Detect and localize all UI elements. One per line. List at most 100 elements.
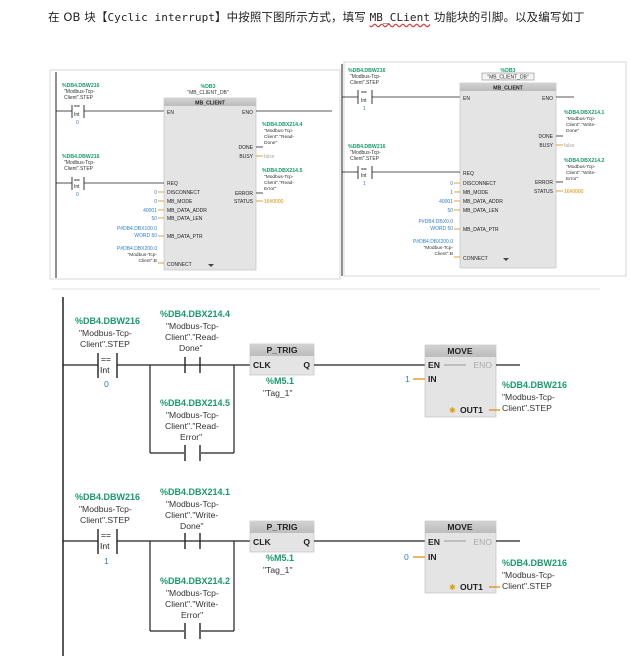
c1-tag-line2: Client"."Read- xyxy=(165,332,219,342)
cmp-operator: == xyxy=(101,530,111,540)
error-address: %DB4.DBX214.2 xyxy=(564,158,604,164)
cmp-tag-line2: Client".STEP xyxy=(350,80,380,86)
pin-mb-data-len: MB_DATA_LEN xyxy=(167,216,203,222)
req-cmp-address: %DB4.DBW216 xyxy=(348,144,386,150)
pin-q: Q xyxy=(303,537,310,547)
busy-value: false xyxy=(564,143,575,149)
done-tag-line1: "Modbus-Tcp- xyxy=(566,116,596,122)
c1-tag-line3: Done" xyxy=(179,343,203,353)
cmp-address: %DB4.DBW216 xyxy=(75,492,140,502)
status-value: 16#0000 xyxy=(564,189,584,195)
mb-client-block-header xyxy=(164,98,256,106)
cmp-operator: == xyxy=(361,90,367,96)
out-tag-line1: "Modbus-Tcp- xyxy=(502,570,555,580)
c2-tag-line2: Client"."Read- xyxy=(165,421,219,431)
pin-disconnect: DISCONNECT xyxy=(463,181,496,187)
move-title: MOVE xyxy=(447,522,473,532)
intro-text-3: 】中按照下图所示方式，填写 xyxy=(215,10,370,24)
c2-address: %DB4.DBX214.2 xyxy=(160,576,230,586)
cmp-type: Int xyxy=(100,541,110,551)
in-value: 1 xyxy=(405,374,410,384)
memory-tag: "Tag_1" xyxy=(263,388,293,398)
pin-error: ERROR xyxy=(535,180,553,186)
req-cmp-address: %DB4.DBW216 xyxy=(62,154,100,160)
pin-en: EN xyxy=(428,360,440,370)
intro-text-1: 在 OB 块【 xyxy=(48,10,108,24)
req-cmp-tag-line2: Client".STEP xyxy=(64,166,94,172)
network-2: %DB4.DBW216 "Modbus-Tcp- Client".STEP ==… xyxy=(63,487,567,639)
req-cmp-type: Int xyxy=(74,184,80,190)
cmp-address: %DB4.DBW216 xyxy=(75,316,140,326)
c1-address: %DB4.DBX214.1 xyxy=(160,487,230,497)
pin-connect: CONNECT xyxy=(167,262,192,268)
cmp-value: 0 xyxy=(76,120,79,126)
data-ptr-value1: P#DB4.DBX100.0 xyxy=(117,226,157,232)
status-value: 16#0000 xyxy=(264,199,284,205)
instance-db-name-box[interactable] xyxy=(481,72,535,81)
connect-value2: "Modbus-Tcp- xyxy=(128,252,158,258)
done-address: %DB4.DBX214.4 xyxy=(262,122,302,128)
p-trig-header xyxy=(250,521,314,533)
expand-arrow-icon[interactable] xyxy=(208,264,214,267)
mb-client-block[interactable] xyxy=(163,97,257,271)
pin-en: EN xyxy=(428,537,440,547)
connect-value2: "Modbus-Tcp- xyxy=(424,245,454,251)
req-cmp-type: Int xyxy=(361,173,367,179)
cmp-tag-line1: "Modbus-Tcp- xyxy=(64,89,95,95)
pin-clk: CLK xyxy=(253,537,271,547)
network-1: %DB4.DBW216 "Modbus-Tcp- Client".STEP ==… xyxy=(63,309,567,461)
req-cmp-operator: == xyxy=(361,167,367,173)
cmp-tag-line2: Client".STEP xyxy=(64,95,94,101)
done-tag-line3: Done" xyxy=(566,128,579,134)
cmp-tag-line1: "Modbus-Tcp- xyxy=(79,328,132,338)
cmp-address: %DB4.DBW216 xyxy=(62,83,100,89)
pin-clk: CLK xyxy=(253,360,271,370)
data-addr-value: 40001 xyxy=(439,199,453,205)
done-tag-line2: Client"."Read- xyxy=(264,134,294,140)
pin-req: REQ xyxy=(463,171,474,177)
mode-value: 1 xyxy=(450,190,453,196)
memory-tag: "Tag_1" xyxy=(263,565,293,575)
pin-busy: BUSY xyxy=(239,154,253,160)
req-cmp-value: 0 xyxy=(76,192,79,198)
data-ptr-value1: P#DB4.DBX0.0 xyxy=(419,219,454,225)
c2-tag-line3: Error" xyxy=(181,610,203,620)
req-cmp-value: 1 xyxy=(363,181,366,187)
pin-mb-data-addr: MB_DATA_ADDR xyxy=(167,208,207,214)
mb-client-block-header xyxy=(460,83,556,91)
pin-disconnect: DISCONNECT xyxy=(167,190,200,196)
done-tag-line3: Done" xyxy=(264,140,277,146)
connect-value3: Client".B xyxy=(435,251,454,257)
expand-arrow-icon[interactable] xyxy=(503,258,509,261)
pin-req: REQ xyxy=(167,181,178,187)
cmp-tag-line2: Client".STEP xyxy=(80,515,130,525)
out-address: %DB4.DBW216 xyxy=(502,380,567,390)
pin-mb-data-ptr: MB_DATA_PTR xyxy=(167,234,203,240)
pin-mb-data-ptr: MB_DATA_PTR xyxy=(463,227,499,233)
pin-out1: OUT1 xyxy=(460,405,483,415)
out-tag-line2: Client".STEP xyxy=(502,581,552,591)
move-header xyxy=(425,521,496,533)
cmp-tag-line1: "Modbus-Tcp- xyxy=(79,504,132,514)
move-header xyxy=(425,345,496,357)
mb-client-block[interactable] xyxy=(459,82,557,269)
done-address: %DB4.DBX214.1 xyxy=(564,110,604,116)
star-icon: ✱ xyxy=(449,406,456,415)
pin-status: STATUS xyxy=(534,189,554,195)
c2-tag-line2: Client"."Write- xyxy=(165,599,218,609)
cmp-type: Int xyxy=(74,112,80,118)
memory-address: %M5.1 xyxy=(266,553,294,563)
pin-en: EN xyxy=(463,96,470,102)
pin-eno: ENO xyxy=(242,110,253,116)
instance-db-address: %DB3 xyxy=(501,68,516,74)
instruction-text: 在 OB 块【Cyclic interrupt】中按照下图所示方式，填写 MB_… xyxy=(48,9,585,25)
data-ptr-value2: WORD 50 xyxy=(430,226,453,232)
pin-mb-data-addr: MB_DATA_ADDR xyxy=(463,199,503,205)
data-addr-value: 40001 xyxy=(143,208,157,214)
cmp-operator: == xyxy=(101,354,111,364)
panel-left: %DB4.DBW216 "Modbus-Tcp- Client".STEP ==… xyxy=(49,69,341,280)
pin-mb-mode: MB_MODE xyxy=(463,190,489,196)
intro-text-2: Cyclic interrupt xyxy=(107,11,216,24)
done-tag-line2: Client"."Write- xyxy=(566,122,596,128)
